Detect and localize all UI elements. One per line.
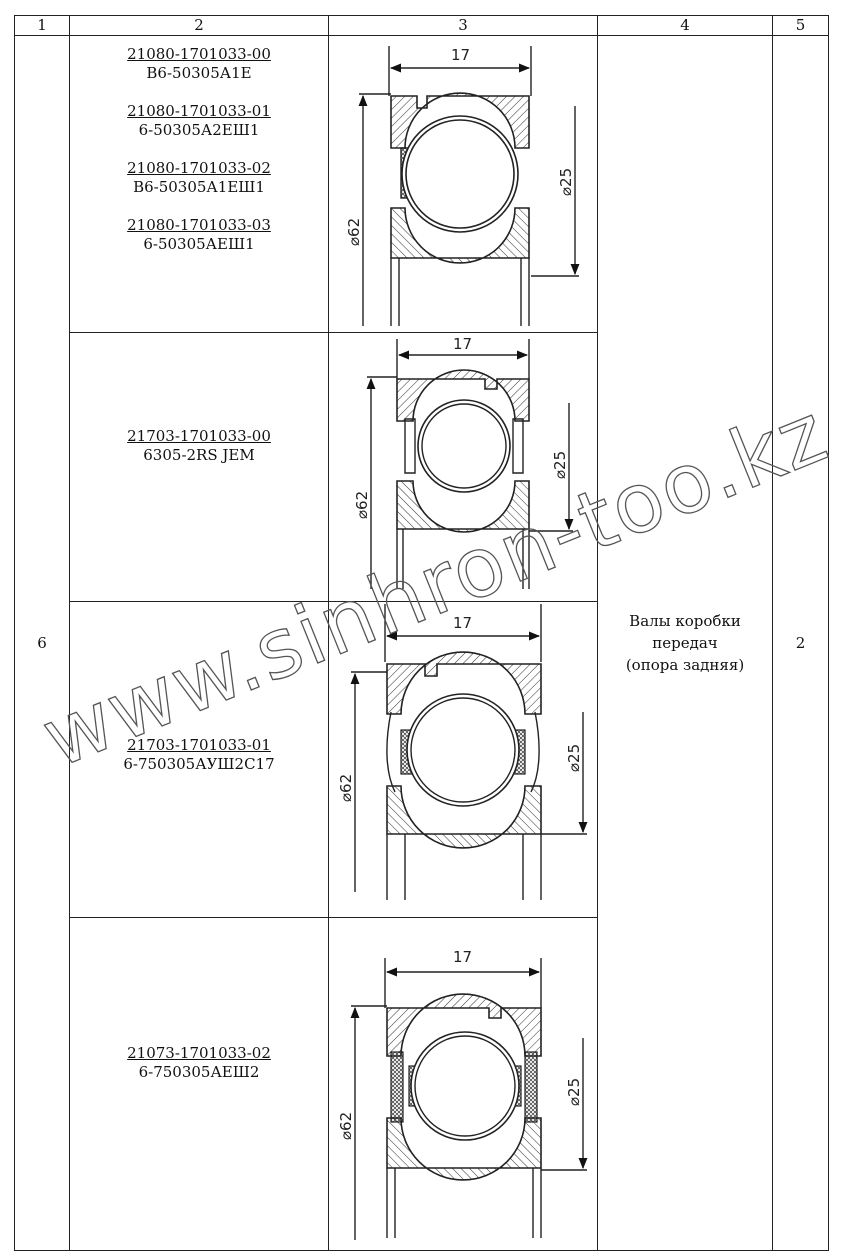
inner-diameter-dimension: ⌀25 <box>557 168 575 196</box>
group-number: 6 <box>14 35 70 1251</box>
part-code: 21080-1701033-00 <box>127 45 271 63</box>
bearing-name: 6-750305АЕШ2 <box>138 1063 260 1081</box>
quantity-cell: 2 <box>772 35 829 1251</box>
part-code: 21080-1701033-01 <box>127 102 271 120</box>
bearing-name: 6-750305АУШ2С17 <box>123 754 275 773</box>
part-numbers-cell: 21080-1701033-00 В6-50305А1Е 21080-17010… <box>69 35 329 333</box>
outer-diameter-dimension: ⌀62 <box>337 774 355 802</box>
width-dimension: 17 <box>451 46 470 64</box>
bearing-drawing-double-shield: 17 ⌀62 <box>337 948 588 1240</box>
bearing-name: 6305-2RS JEM <box>143 446 255 464</box>
width-dimension: 17 <box>453 335 472 353</box>
bearing-name: В6-50305А1Е <box>146 64 252 82</box>
table-row: 21073-1701033-02 6-750305АЕШ2 17 <box>15 917 829 1251</box>
part-entry: 21703-1701033-01 6-750305АУШ2С17 <box>70 736 328 774</box>
header-col-4: 4 <box>597 15 773 36</box>
outer-diameter-dimension: ⌀62 <box>337 1112 355 1140</box>
outer-diameter-dimension: ⌀62 <box>345 218 363 246</box>
header-col-2: 2 <box>69 15 329 36</box>
part-code: 21703-1701033-01 <box>127 735 271 754</box>
part-entry: 21080-1701033-00 В6-50305А1Е <box>70 45 328 83</box>
table-row: 21703-1701033-00 6305-2RS JEM 17 <box>15 332 829 602</box>
part-entry: 21703-1701033-00 6305-2RS JEM <box>70 427 328 465</box>
bearing-name: 6-50305АЕШ1 <box>143 235 255 253</box>
width-dimension: 17 <box>453 614 472 632</box>
table-row: 6 21080-1701033-00 В6-50305А1Е 21080-170… <box>14 35 829 1251</box>
application-cell: Валы коробки передач (опора задняя) <box>597 35 773 1251</box>
inner-diameter-dimension: ⌀25 <box>551 451 569 479</box>
bearing-name: 6-50305А2ЕШ1 <box>138 121 260 139</box>
part-entry: 21080-1701033-03 6-50305АЕШ1 <box>70 216 328 254</box>
part-entry: 21073-1701033-02 6-750305АЕШ2 <box>70 1044 328 1082</box>
application-line: Валы коробки <box>629 612 741 630</box>
drawing-cell: 17 ⌀62 ⌀25 <box>328 332 598 602</box>
inner-diameter-dimension: ⌀25 <box>565 1078 583 1106</box>
part-code: 21073-1701033-02 <box>127 1044 271 1062</box>
header-col-5: 5 <box>772 15 829 36</box>
header-row: 1 2 3 4 5 <box>14 15 829 36</box>
part-entry: 21080-1701033-02 В6-50305А1ЕШ1 <box>70 159 328 197</box>
header-col-3: 3 <box>328 15 598 36</box>
bearing-drawing-shielded: 17 ⌀62 <box>337 604 588 900</box>
inner-diameter-dimension: ⌀25 <box>565 744 583 772</box>
part-numbers-cell: 21703-1701033-01 6-750305АУШ2С17 <box>69 601 329 918</box>
part-code: 21703-1701033-00 <box>127 427 271 445</box>
part-code: 21080-1701033-02 <box>127 159 271 177</box>
table-row: 21703-1701033-01 6-750305АУШ2С17 17 <box>15 601 829 918</box>
bearing-drawing-open: 17 ⌀62 ⌀25 <box>345 46 580 326</box>
part-entry: 21080-1701033-01 6-50305А2ЕШ1 <box>70 102 328 140</box>
drawing-cell: 17 ⌀62 <box>328 917 598 1251</box>
bearing-drawing-sealed: 17 ⌀62 ⌀25 <box>353 335 574 589</box>
header-col-1: 1 <box>14 15 70 36</box>
bearing-name: В6-50305А1ЕШ1 <box>133 178 265 196</box>
part-numbers-cell: 21703-1701033-00 6305-2RS JEM <box>69 332 329 602</box>
drawing-cell: 17 ⌀62 <box>328 601 598 918</box>
application-line: (опора задняя) <box>625 656 745 674</box>
specification-table: 1 2 3 4 5 6 21080-1701033-00 В6-50305А1Е… <box>14 15 829 1251</box>
width-dimension: 17 <box>453 948 472 966</box>
part-numbers-cell: 21073-1701033-02 6-750305АЕШ2 <box>69 917 329 1251</box>
drawing-cell: 17 ⌀62 ⌀25 <box>328 35 598 333</box>
part-code: 21080-1701033-03 <box>127 216 271 234</box>
application-line: передач <box>652 634 718 652</box>
outer-diameter-dimension: ⌀62 <box>353 491 371 519</box>
